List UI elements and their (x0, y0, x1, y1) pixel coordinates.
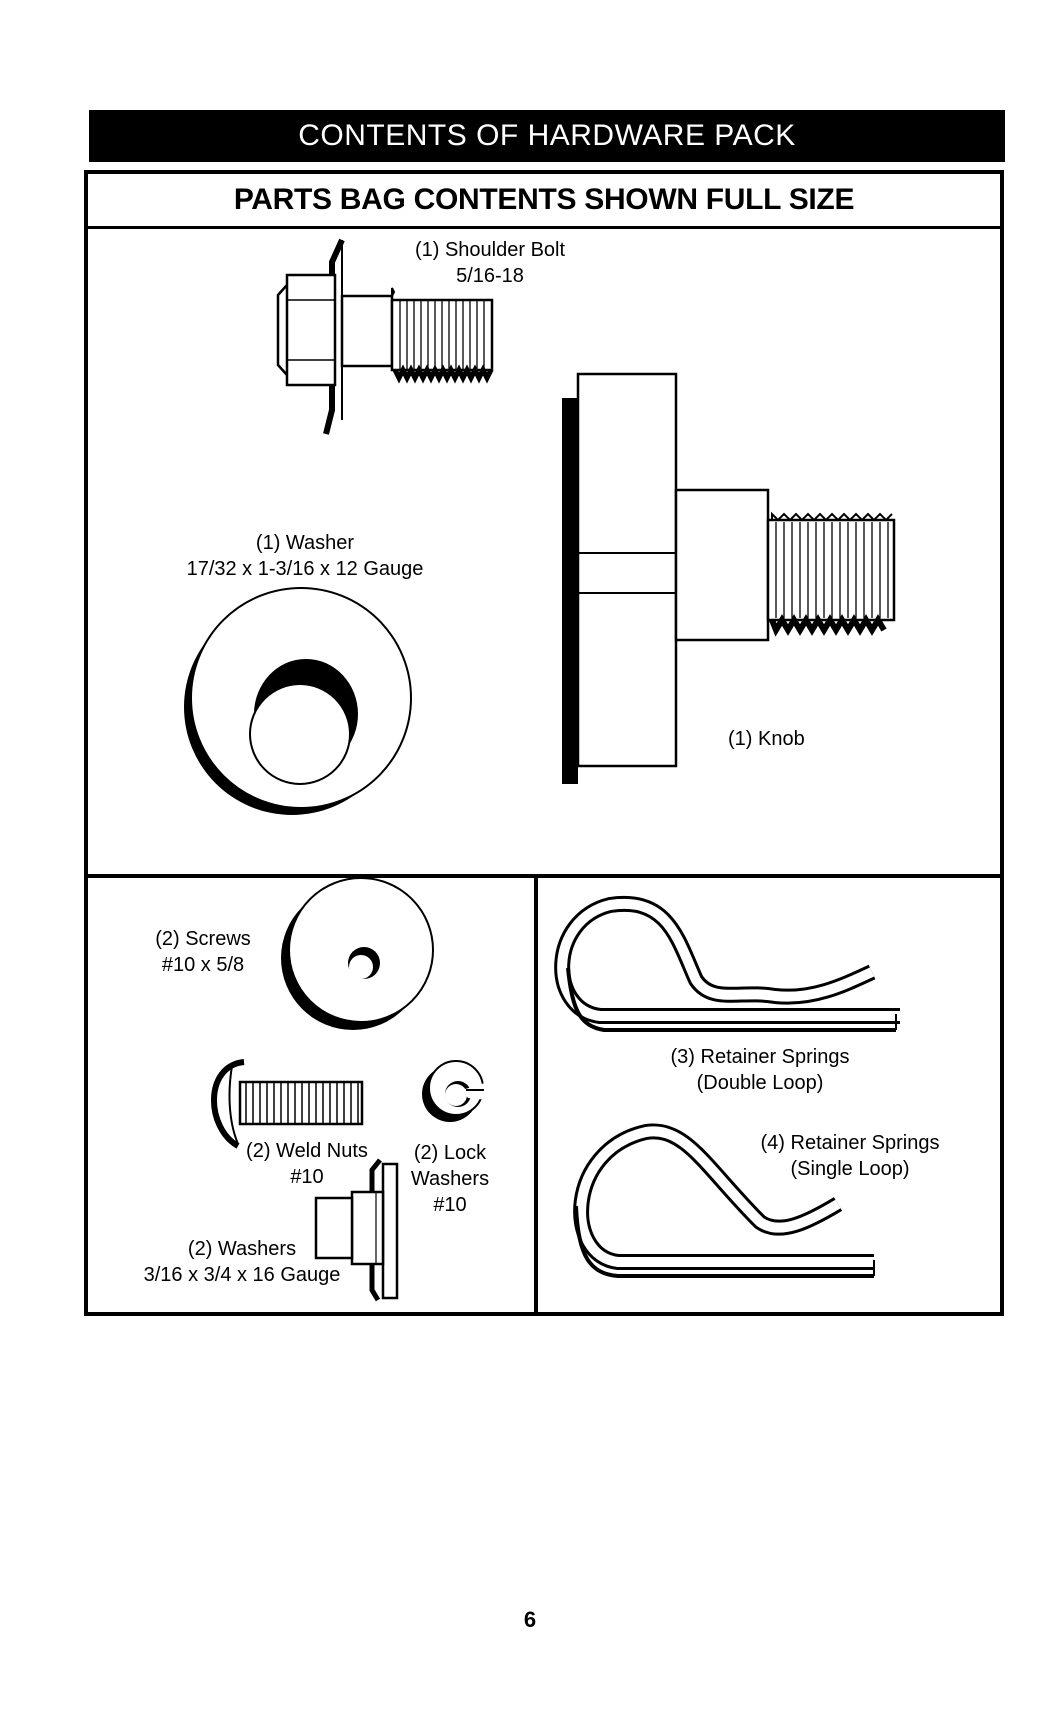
lock-washers-name: (2) Lock (402, 1140, 498, 1166)
weld-nuts-name: (2) Weld Nuts (232, 1138, 382, 1164)
knob-label: (1) Knob (728, 726, 805, 752)
small-washer-illustration (281, 878, 433, 1030)
large-washer-label: (1) Washer 17/32 x 1-3/16 x 12 Gauge (150, 530, 460, 582)
knob-name: (1) Knob (728, 726, 805, 752)
shoulder-bolt-size: 5/16-18 (400, 263, 580, 289)
lock-washers-size: #10 (402, 1192, 498, 1218)
large-washer-size: 17/32 x 1-3/16 x 12 Gauge (150, 556, 460, 582)
retainer-double-type: (Double Loop) (640, 1070, 880, 1096)
screw-illustration (214, 1062, 362, 1146)
retainer-single-type: (Single Loop) (730, 1156, 970, 1182)
large-washer-name: (1) Washer (150, 530, 460, 556)
lock-washers-label: (2) Lock Washers #10 (402, 1140, 498, 1218)
retainer-single-name: (4) Retainer Springs (730, 1130, 970, 1156)
small-washers-name: (2) Washers (122, 1236, 362, 1262)
retainer-double-label: (3) Retainer Springs (Double Loop) (640, 1044, 880, 1096)
small-washers-size: 3/16 x 3/4 x 16 Gauge (122, 1262, 362, 1288)
page-number: 6 (0, 1607, 1060, 1633)
retainer-double-name: (3) Retainer Springs (640, 1044, 880, 1070)
lock-washers-name-line2: Washers (402, 1166, 498, 1192)
weld-nuts-size: #10 (232, 1164, 382, 1190)
weld-nuts-label: (2) Weld Nuts #10 (232, 1138, 382, 1190)
screws-size: #10 x 5/8 (140, 952, 266, 978)
knob-illustration (562, 374, 894, 784)
shoulder-bolt-label: (1) Shoulder Bolt 5/16-18 (400, 237, 580, 289)
shoulder-bolt-name: (1) Shoulder Bolt (400, 237, 580, 263)
large-washer-illustration (184, 588, 411, 815)
screws-name: (2) Screws (140, 926, 266, 952)
retainer-spring-double-illustration (562, 904, 900, 1030)
retainer-single-label: (4) Retainer Springs (Single Loop) (730, 1130, 970, 1182)
lock-washer-illustration (422, 1061, 488, 1122)
small-washers-label: (2) Washers 3/16 x 3/4 x 16 Gauge (122, 1236, 362, 1288)
screws-label: (2) Screws #10 x 5/8 (140, 926, 266, 978)
